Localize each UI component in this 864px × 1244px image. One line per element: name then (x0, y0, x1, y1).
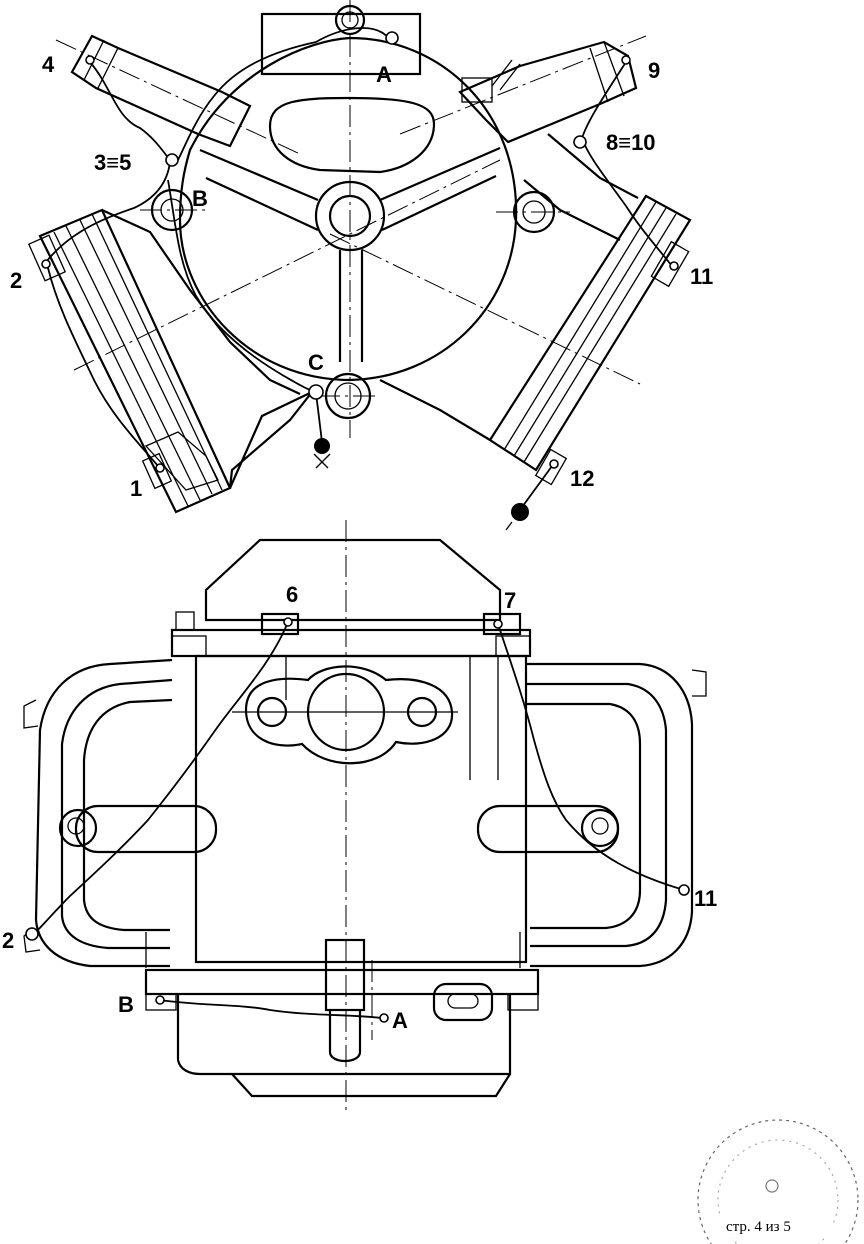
main-housing (140, 0, 570, 438)
bottom-nodes (25, 617, 690, 1023)
label-11-top: 11 (690, 264, 713, 289)
right-lower-cylinder (329, 133, 692, 486)
left-manifold (23, 658, 218, 968)
node-7 (493, 619, 503, 629)
node-2-top (41, 259, 51, 269)
label-11-bottom: 11 (694, 886, 717, 911)
label-8-10: 8≡10 (606, 130, 656, 155)
right-upper-arm (399, 35, 647, 144)
bottom-flange-plate (244, 665, 454, 765)
label-6: 6 (286, 582, 298, 607)
node-9 (621, 55, 631, 65)
node-C (308, 384, 324, 400)
label-7: 7 (504, 588, 516, 613)
label-2-bottom: 2 (2, 928, 14, 953)
label-12: 12 (570, 466, 594, 491)
top-nodes (41, 31, 679, 531)
node-A-bottom (379, 1013, 389, 1023)
junction-right (511, 503, 529, 521)
node-2-bottom (25, 927, 39, 941)
left-lower-cylinder (27, 159, 501, 514)
bottom-top-cap (204, 538, 502, 622)
node-1 (155, 463, 165, 473)
top-labels: A 4 3≡5 B 2 1 9 8≡10 11 C 12 (10, 52, 713, 501)
node-6 (283, 617, 293, 627)
label-C: C (308, 350, 324, 375)
label-2-top: 2 (10, 268, 22, 293)
top-view: A 4 3≡5 B 2 1 9 8≡10 11 C 12 (10, 0, 713, 531)
top-wires (45, 27, 673, 511)
node-A-top (385, 31, 399, 45)
right-manifold (476, 662, 707, 968)
bottom-base (176, 994, 512, 1076)
label-B-top: B (192, 186, 208, 211)
top-plate (260, 12, 422, 76)
page-stamp: стр. 4 из 5 (697, 1119, 859, 1244)
left-upper-arm (55, 34, 301, 155)
label-A-top: A (376, 62, 392, 87)
node-4 (85, 55, 95, 65)
page-number: стр. 4 из 5 (726, 1219, 791, 1235)
node-8-10 (573, 135, 587, 149)
label-1: 1 (130, 476, 142, 501)
label-9: 9 (648, 58, 660, 83)
label-A-bottom: A (392, 1008, 408, 1033)
node-3-5 (165, 153, 179, 167)
node-12 (549, 459, 559, 469)
bottom-labels: 6 7 2 11 B A (2, 582, 717, 1033)
node-11-bottom (678, 884, 690, 896)
junction-center (314, 438, 330, 454)
bottom-central-body (194, 654, 528, 964)
node-B-bottom (155, 995, 165, 1005)
bottom-view: 6 7 2 11 B A (2, 520, 717, 1110)
label-3-5: 3≡5 (94, 150, 131, 175)
label-B-bottom: B (118, 992, 134, 1017)
node-11-top (669, 261, 679, 271)
bottom-wires (33, 621, 685, 1019)
label-4: 4 (42, 52, 55, 77)
